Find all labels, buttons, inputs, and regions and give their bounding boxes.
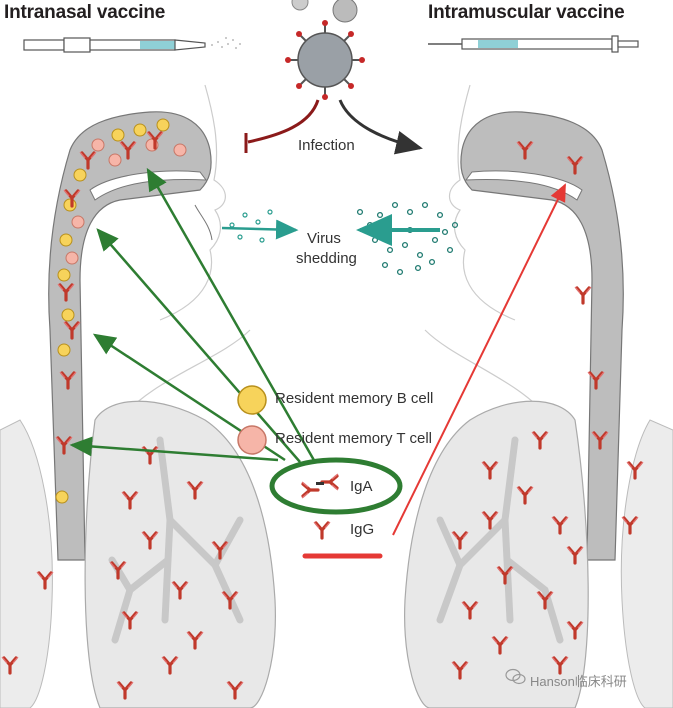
intranasal-vaccine-title: Intranasal vaccine bbox=[4, 2, 166, 23]
iga-label: IgA bbox=[350, 478, 373, 495]
legend-igg-icon bbox=[312, 520, 332, 540]
intramuscular-vaccine-title: Intramuscular vaccine bbox=[428, 2, 625, 23]
infection-label: Infection bbox=[298, 137, 355, 154]
virus-shedding-left-arrow bbox=[221, 219, 299, 240]
virus-shedding-right-particles bbox=[356, 201, 459, 276]
virus-icon bbox=[285, 0, 365, 100]
wechat-icon bbox=[505, 668, 526, 685]
watermark-text: Hanson临床科研 bbox=[530, 674, 627, 689]
igg-label: IgG bbox=[350, 521, 375, 538]
igg-red-arrow bbox=[392, 183, 566, 536]
legend-t-cell-icon bbox=[237, 425, 267, 455]
virus-shedding-label-line1: Virus bbox=[307, 230, 341, 247]
legend-b-cell-icon bbox=[237, 385, 267, 415]
resident-memory-t-cell-label: Resident memory T cell bbox=[275, 430, 433, 447]
left-airway-t-cells bbox=[65, 138, 187, 265]
legend-iga-icon bbox=[300, 472, 340, 500]
virus-shedding-label-line2: shedding bbox=[296, 250, 357, 267]
left-lung bbox=[0, 400, 276, 708]
infection-arrow bbox=[338, 99, 423, 155]
iga-highlight-ellipse bbox=[269, 457, 403, 515]
left-airway-b-cells bbox=[55, 118, 170, 504]
resident-memory-b-cell-label: Resident memory B cell bbox=[275, 390, 434, 407]
nasal-spray-syringe-icon bbox=[23, 37, 241, 53]
right-lung bbox=[404, 400, 673, 708]
virus-shedding-left-particles bbox=[229, 209, 273, 243]
intramuscular-syringe-icon bbox=[428, 35, 639, 53]
left-airway-tissue bbox=[48, 111, 213, 561]
infection-blocked-arrow bbox=[247, 99, 320, 144]
